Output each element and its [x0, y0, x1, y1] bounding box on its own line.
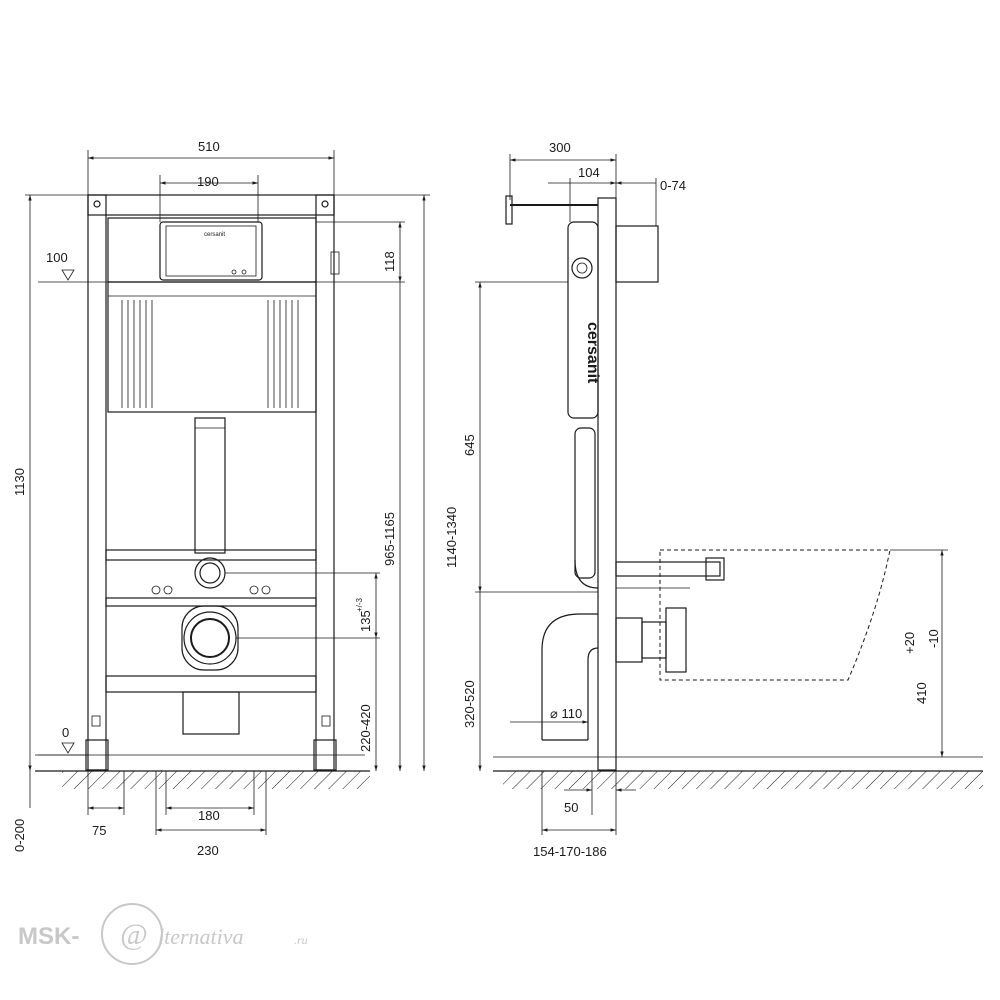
cistern-front: cersanit — [107, 217, 340, 413]
wall-bracket — [615, 225, 659, 283]
dim-depth-options: 154-170-186 — [533, 844, 607, 859]
watermark-suffix: lternativa — [158, 924, 244, 949]
side-view: cersanit 300 104 0-7 — [444, 140, 983, 859]
dim-height-total: 1130 — [12, 468, 27, 496]
waste-elbow — [541, 607, 687, 741]
right-upright — [315, 194, 335, 771]
dim-level-upper: 100 — [46, 250, 68, 265]
left-upright — [87, 194, 107, 771]
dim-bolt-spacing: 180 — [198, 808, 220, 823]
waste-outlet-front — [181, 605, 239, 671]
svg-text:@: @ — [120, 918, 148, 951]
watermark-logo-icon — [101, 903, 163, 965]
side-upright — [597, 197, 617, 771]
dim-outlet-range: 320-520 — [462, 680, 477, 728]
dim-level-zero: 0 — [62, 725, 69, 740]
dim-height-range: 965-1165 — [382, 512, 397, 566]
dim-level-sub: 0-200 — [12, 819, 27, 852]
flush-pipe — [194, 417, 226, 554]
floor-hatch-side — [503, 771, 983, 789]
watermark-prefix: MSK- — [18, 923, 79, 950]
dim-offset-50: 50 — [564, 800, 578, 815]
front-view: cersanit 510 190 — [12, 139, 430, 858]
dim-cistern-top: 118 — [382, 251, 397, 272]
dim-outlet-height: 220-420 — [358, 704, 373, 752]
plate-brand: cersanit — [204, 232, 225, 238]
dim-bolt-tolerance: +/-3 — [355, 597, 364, 612]
toilet-bowl — [659, 549, 891, 681]
dim-frame-inner: 230 — [197, 843, 219, 858]
dim-bowl-tol-plus: +20 — [902, 632, 917, 654]
dim-bowl-tol-minus: -10 — [926, 629, 941, 648]
dim-plate-width: 190 — [197, 174, 219, 189]
flush-connector — [615, 561, 721, 577]
dim-pipe-diameter: ⌀ 110 — [550, 706, 582, 721]
dim-height-645: 645 — [462, 434, 477, 456]
dim-width-total: 510 — [198, 139, 220, 154]
dim-depth-front: 104 — [578, 165, 600, 180]
dim-leg-width: 75 — [92, 823, 106, 838]
dim-adjust-range: 0-74 — [660, 178, 686, 193]
dim-bolt-height: 135 — [358, 610, 373, 632]
dim-bowl-height: 410 — [914, 682, 929, 704]
watermark: MSK- @ lternativa .ru — [18, 903, 308, 965]
floor-hatch-front — [62, 771, 370, 789]
cistern-brand: cersanit — [584, 322, 601, 384]
dim-height-range-side: 1140-1340 — [444, 507, 459, 568]
dim-depth-total: 300 — [549, 140, 571, 155]
watermark-tld: .ru — [294, 933, 308, 947]
flush-plate — [159, 221, 263, 281]
cistern-side: cersanit — [567, 221, 601, 419]
flush-pipe-side — [574, 427, 596, 579]
